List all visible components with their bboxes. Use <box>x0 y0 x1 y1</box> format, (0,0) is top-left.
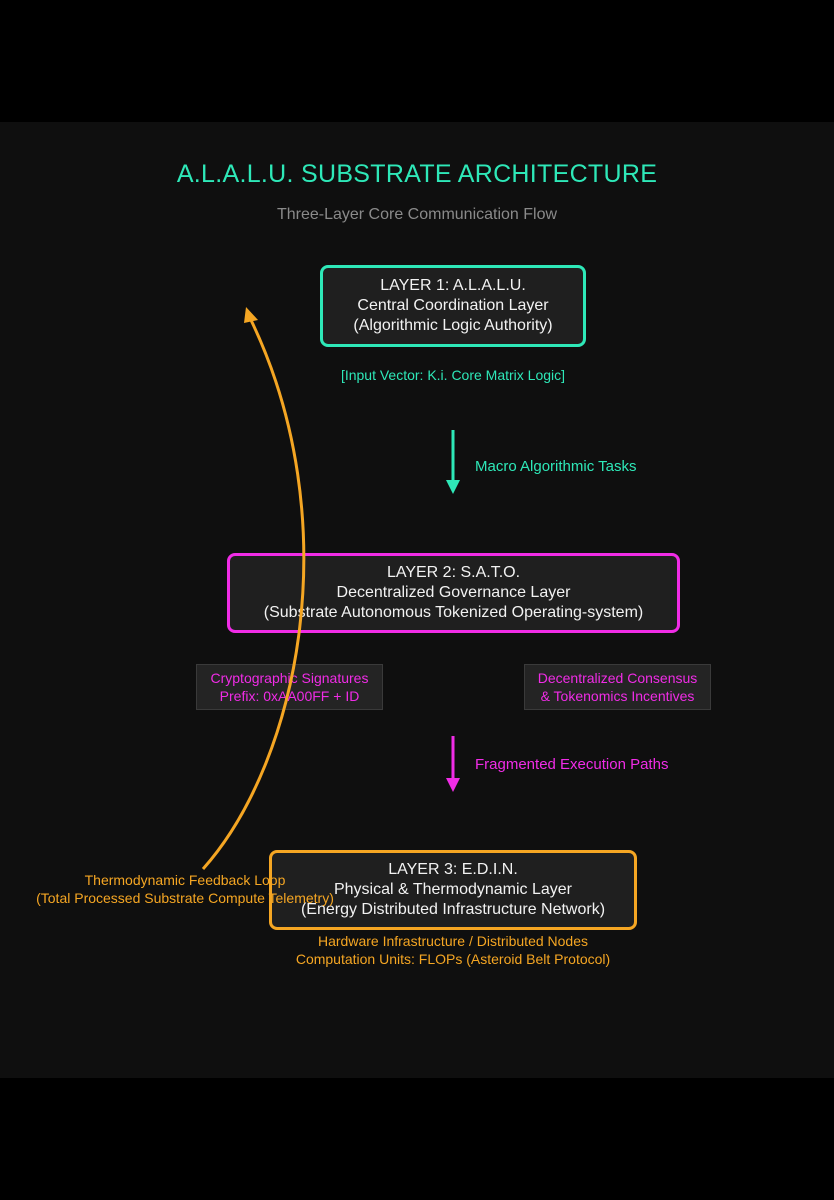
hardware-note-line1: Hardware Infrastructure / Distributed No… <box>318 933 588 949</box>
macro-tasks-arrow <box>446 430 460 494</box>
layer-2-name: LAYER 2: S.A.T.O. <box>386 564 521 581</box>
crypto-tag-line2: Prefix: 0xAA00FF + ID <box>219 688 360 704</box>
layer-1-expansion: (Algorithmic Logic Authority) <box>353 317 553 334</box>
diagram-title: A.L.A.L.U. SUBSTRATE ARCHITECTURE <box>176 160 658 188</box>
layer-2-expansion: (Substrate Autonomous Tokenized Operatin… <box>263 604 644 621</box>
consensus-tag-line2: & Tokenomics Incentives <box>540 688 695 704</box>
feedback-label-line2: (Total Processed Substrate Compute Telem… <box>36 890 334 906</box>
input-vector-note: [Input Vector: K.i. Core Matrix Logic] <box>340 367 566 383</box>
macro-tasks-label: Macro Algorithmic Tasks <box>475 458 637 475</box>
layer-3-role: Physical & Thermodynamic Layer <box>333 881 573 898</box>
consensus-tag-line1: Decentralized Consensus <box>537 670 698 686</box>
feedback-loop-arrow <box>201 307 306 870</box>
layer-1-role: Central Coordination Layer <box>357 297 549 314</box>
diagram-subtitle: Three-Layer Core Communication Flow <box>276 206 558 223</box>
hardware-note-line2: Computation Units: FLOPs (Asteroid Belt … <box>295 951 611 967</box>
layer-2-role: Decentralized Governance Layer <box>336 584 571 601</box>
consensus-tag: Decentralized Consensus & Tokenomics Inc… <box>524 664 711 710</box>
crypto-tag-line1: Cryptographic Signatures <box>210 670 369 686</box>
fragmented-paths-label: Fragmented Execution Paths <box>475 756 669 773</box>
feedback-label-line1: Thermodynamic Feedback Loop <box>84 872 286 888</box>
feedback-loop-label: Thermodynamic Feedback Loop (Total Proce… <box>0 871 370 907</box>
layer-1-box: LAYER 1: A.L.A.L.U. Central Coordination… <box>320 265 586 347</box>
layer-3-expansion: (Energy Distributed Infrastructure Netwo… <box>300 901 606 918</box>
hardware-note: Hardware Infrastructure / Distributed No… <box>0 932 834 968</box>
layer-1-name: LAYER 1: A.L.A.L.U. <box>380 277 526 294</box>
layer-3-name: LAYER 3: E.D.I.N. <box>388 861 518 878</box>
layer-2-box: LAYER 2: S.A.T.O. Decentralized Governan… <box>227 553 680 633</box>
layer-3-box: LAYER 3: E.D.I.N. Physical & Thermodynam… <box>269 850 637 930</box>
fragmented-paths-arrow <box>446 736 460 792</box>
